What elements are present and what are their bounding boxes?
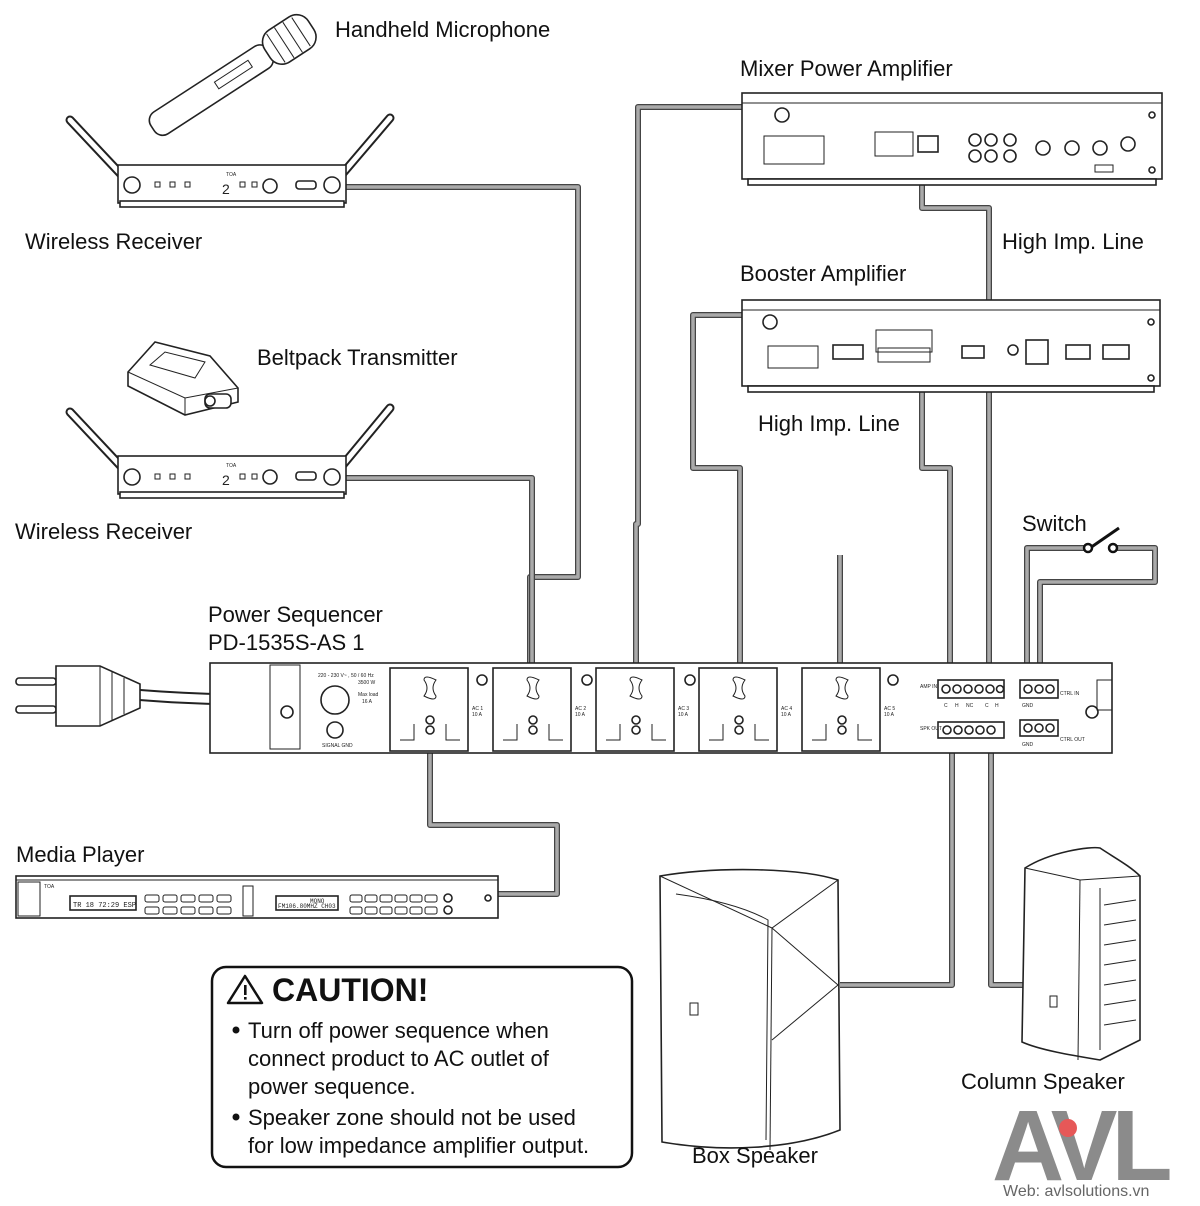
mixer-power-amplifier-icon <box>741 92 1163 186</box>
svg-text:AMP IN: AMP IN <box>920 684 938 690</box>
caution-box: CAUTION! Turn off power sequence when co… <box>210 965 634 1169</box>
bullet-dot-icon <box>232 1113 240 1121</box>
box-speaker-icon <box>659 868 841 1151</box>
svg-text:10 A: 10 A <box>781 712 792 718</box>
switch-icon <box>1082 526 1120 554</box>
svg-text:C: C <box>944 703 948 709</box>
wire-receiver2-ac3 <box>335 475 535 688</box>
svg-text:10 A: 10 A <box>575 712 586 718</box>
ac-outlet-4: AC 4 10 A <box>698 667 792 752</box>
svg-text:AC 1: AC 1 <box>472 706 483 712</box>
website-text: Web: avlsolutions.vn <box>1003 1183 1149 1200</box>
label-high-imp-line-1: High Imp. Line <box>1002 229 1144 254</box>
wireless-receiver-1-icon: TOA 2 <box>65 113 395 208</box>
svg-text:GND: GND <box>1022 703 1034 709</box>
wire-booster-ampin <box>919 355 953 688</box>
label-wireless-receiver-1: Wireless Receiver <box>25 229 202 254</box>
wire-mixer-ampin <box>919 150 992 688</box>
svg-text:TOA: TOA <box>226 463 237 469</box>
beltpack-transmitter-icon <box>127 341 239 416</box>
svg-text:TOA: TOA <box>226 172 237 178</box>
amp-in-terminal: AMP IN C H NC C H <box>920 679 1005 709</box>
label-box-speaker: Box Speaker <box>692 1143 818 1168</box>
svg-text:220 - 230 V~ , 50 / 60 Hz: 220 - 230 V~ , 50 / 60 Hz <box>318 673 374 679</box>
caution-bullet1-line2: connect product to AC outlet of <box>248 1046 550 1071</box>
warning-triangle-icon <box>226 974 264 1005</box>
label-mixer-power-amplifier: Mixer Power Amplifier <box>740 56 953 81</box>
svg-text:AC 4: AC 4 <box>781 706 792 712</box>
caution-bullet2-line1: Speaker zone should not be used <box>248 1105 576 1130</box>
svg-text:H: H <box>995 703 999 709</box>
svg-text:TOA: TOA <box>44 884 55 890</box>
ac-outlet-1: AC 1 10 A <box>389 667 483 752</box>
handheld-microphone-icon <box>148 13 317 137</box>
svg-text:Max load: Max load <box>358 692 379 698</box>
svg-text:C: C <box>985 703 989 709</box>
bullet-dot-icon <box>232 1026 240 1034</box>
avl-logo: AVL <box>992 1090 1176 1202</box>
svg-text:MONO: MONO <box>310 898 325 905</box>
svg-text:H: H <box>955 703 959 709</box>
column-speaker-icon <box>1021 846 1141 1061</box>
booster-amplifier-icon <box>741 299 1161 393</box>
label-switch: Switch <box>1022 511 1087 536</box>
svg-text:SIGNAL GND: SIGNAL GND <box>322 743 353 749</box>
label-wireless-receiver-2: Wireless Receiver <box>15 519 192 544</box>
svg-text:NC: NC <box>966 703 974 709</box>
ctrl-terminals: CTRL IN GND CTRL OUT GND <box>1019 679 1085 748</box>
svg-text:AC 5: AC 5 <box>884 706 895 712</box>
label-beltpack-transmitter: Beltpack Transmitter <box>257 345 458 370</box>
svg-text:SPK OUT: SPK OUT <box>920 726 942 732</box>
svg-text:16 A: 16 A <box>362 699 373 705</box>
caution-bullet1-line3: power sequence. <box>248 1074 416 1099</box>
label-power-sequencer-model: PD-1535S-AS 1 <box>208 630 365 655</box>
label-handheld-microphone: Handheld Microphone <box>335 17 550 42</box>
svg-text:10 A: 10 A <box>472 712 483 718</box>
svg-text:10 A: 10 A <box>678 712 689 718</box>
svg-text:AC 3: AC 3 <box>678 706 689 712</box>
svg-text:FM106.80MHZ CH03: FM106.80MHZ CH03 <box>278 903 336 910</box>
label-power-sequencer: Power Sequencer <box>208 602 383 627</box>
svg-text:2: 2 <box>222 472 230 488</box>
svg-text:GND: GND <box>1022 742 1034 748</box>
ac-outlet-5: AC 5 10 A <box>801 667 895 752</box>
svg-text:2: 2 <box>222 181 230 197</box>
caution-bullet2-line2: for low impedance amplifier output. <box>248 1133 589 1158</box>
caution-title: CAUTION! <box>272 972 428 1008</box>
wire-ac1-media <box>427 735 560 897</box>
label-high-imp-line-2: High Imp. Line <box>758 411 900 436</box>
ac-outlet-2: AC 2 10 A <box>492 667 586 752</box>
svg-text:TR 18 72:29 ESP: TR 18 72:29 ESP <box>73 902 136 910</box>
label-booster-amplifier: Booster Amplifier <box>740 261 906 286</box>
svg-text:10 A: 10 A <box>884 712 895 718</box>
label-column-speaker: Column Speaker <box>961 1069 1125 1094</box>
svg-text:AVL: AVL <box>992 1090 1170 1202</box>
label-media-player: Media Player <box>16 842 144 867</box>
logo-dot-icon <box>1059 1119 1077 1137</box>
svg-text:CTRL IN: CTRL IN <box>1060 691 1080 697</box>
wire-spkout-box <box>840 738 955 988</box>
svg-text:AC 2: AC 2 <box>575 706 586 712</box>
power-plug-icon <box>15 665 141 727</box>
spk-out-terminal: SPK OUT <box>920 721 1005 739</box>
wire-booster-ac4 <box>690 312 745 688</box>
svg-text:CTRL OUT: CTRL OUT <box>1060 737 1085 743</box>
wireless-receiver-2-icon: TOA 2 <box>65 403 395 499</box>
svg-text:3500 W: 3500 W <box>358 680 376 686</box>
media-player-icon: TOA TR 18 72:29 ESP MONO FM106.80MHZ CH0… <box>15 875 499 919</box>
caution-bullet1-line1: Turn off power sequence when <box>248 1018 549 1043</box>
ac-outlet-3: AC 3 10 A <box>595 667 689 752</box>
